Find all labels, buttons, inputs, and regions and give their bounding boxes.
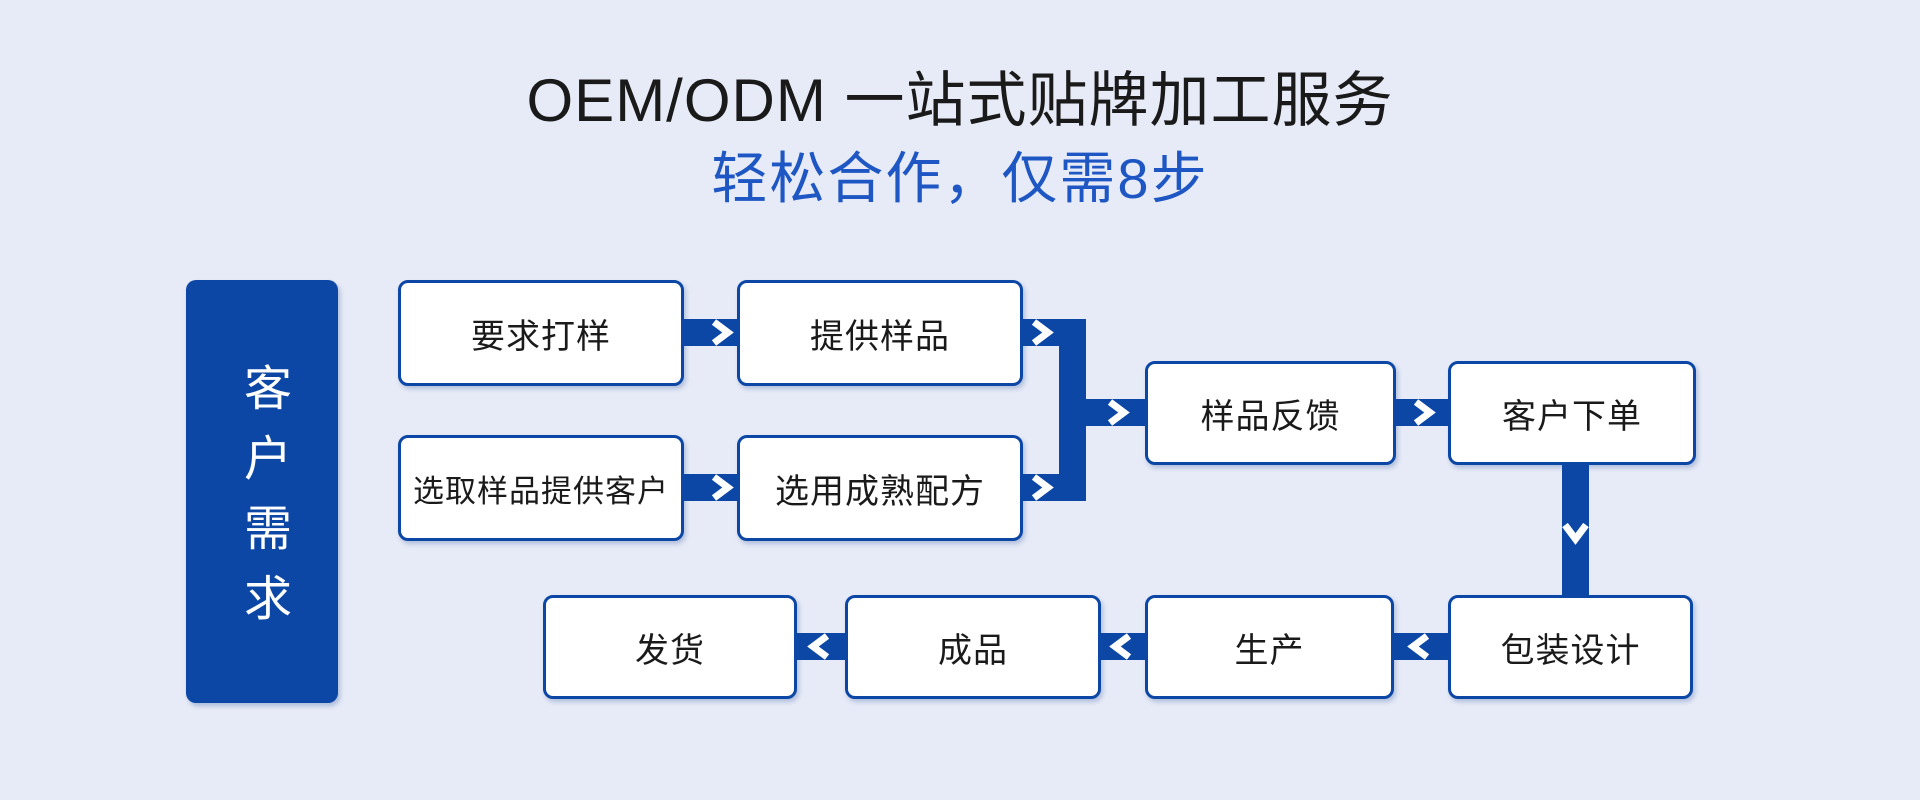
- connector-production-to-finished: [1101, 633, 1145, 660]
- step-box-select-sample: 选取样品提供客户: [398, 435, 684, 541]
- chevron-right-icon: [1107, 399, 1130, 426]
- connector-select-to-formula: [684, 474, 737, 501]
- step-box-finished-product: 成品: [845, 595, 1101, 699]
- connector-merge-to-feedback: [1086, 399, 1145, 426]
- chevron-left-icon: [1109, 633, 1132, 660]
- chevron-left-icon: [807, 633, 830, 660]
- step-box-customer-order: 客户下单: [1448, 361, 1696, 465]
- connector-order-to-package: [1562, 464, 1589, 597]
- step-box-mature-formula: 选用成熟配方: [737, 435, 1023, 541]
- step-label-shipping: 发货: [635, 631, 705, 670]
- customer-needs-label: 客户需求: [236, 362, 289, 643]
- chevron-right-icon: [711, 474, 734, 501]
- step-label-production: 生产: [1234, 631, 1305, 670]
- step-box-sample-feedback: 样品反馈: [1145, 361, 1396, 465]
- chevron-left-icon: [1407, 633, 1430, 660]
- step-box-package-design: 包装设计: [1448, 595, 1693, 699]
- step-label-mature-formula: 选用成熟配方: [775, 472, 985, 511]
- step-label-provide-sample: 提供样品: [810, 317, 950, 356]
- step-label-customer-order: 客户下单: [1502, 397, 1642, 436]
- step-box-provide-sample: 提供样品: [737, 280, 1023, 386]
- connector-request-to-provide: [684, 319, 737, 346]
- chevron-right-icon: [711, 319, 734, 346]
- page-subtitle: 轻松合作，仅需8步: [711, 147, 1209, 210]
- customer-needs-panel: 客户需求: [186, 280, 338, 703]
- step-label-request-sample: 要求打样: [471, 317, 611, 356]
- step-box-production: 生产: [1145, 595, 1394, 699]
- chevron-down-icon: [1562, 522, 1589, 545]
- page-title: OEM/ODM 一站式贴牌加工服务: [526, 67, 1394, 134]
- connector-finished-to-shipping: [797, 633, 845, 660]
- connector-feedback-to-order: [1396, 399, 1448, 426]
- step-label-select-sample: 选取样品提供客户: [413, 473, 669, 509]
- merge-bar: [1059, 319, 1086, 501]
- chevron-right-icon: [1413, 399, 1436, 426]
- connector-package-to-production: [1394, 633, 1448, 660]
- step-label-finished-product: 成品: [938, 631, 1008, 670]
- step-box-request-sample: 要求打样: [398, 280, 684, 386]
- chevron-right-icon: [1031, 319, 1054, 346]
- chevron-right-icon: [1031, 474, 1054, 501]
- step-label-package-design: 包装设计: [1500, 631, 1641, 670]
- step-box-shipping: 发货: [543, 595, 797, 699]
- step-label-sample-feedback: 样品反馈: [1200, 397, 1341, 436]
